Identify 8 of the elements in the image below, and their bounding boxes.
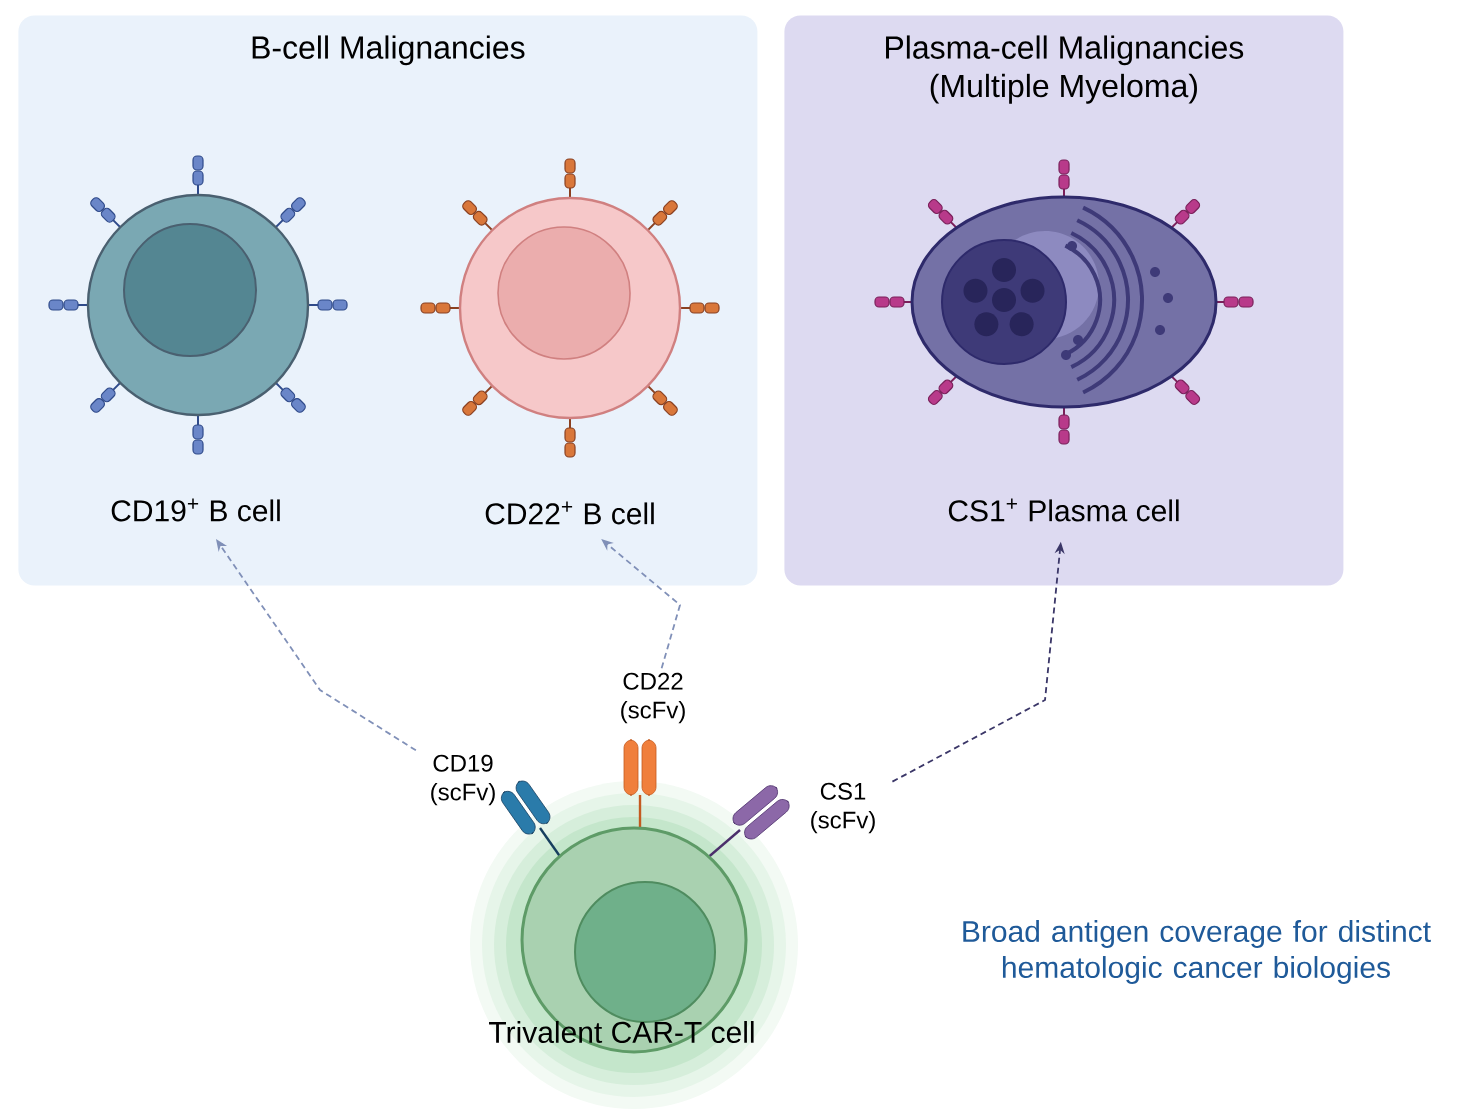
caption-text: Broad antigen coverage for distinct hematologic cancer biologies	[963, 920, 1431, 984]
cell-label: CS1$^{+}$ Plasma cell	[948, 498, 1179, 522]
receptor-label: CS1 (scFv)	[811, 782, 875, 834]
cell-label: CD19$^{+}$ B cell	[111, 498, 280, 522]
receptor-label: CD19 (scFv)	[431, 754, 495, 806]
cell-label: Trivalent CAR-T cell	[489, 1021, 754, 1043]
receptor-label: CD22 (scFv)	[621, 672, 685, 724]
cell-label: CD22$^{+}$ B cell	[485, 501, 654, 525]
